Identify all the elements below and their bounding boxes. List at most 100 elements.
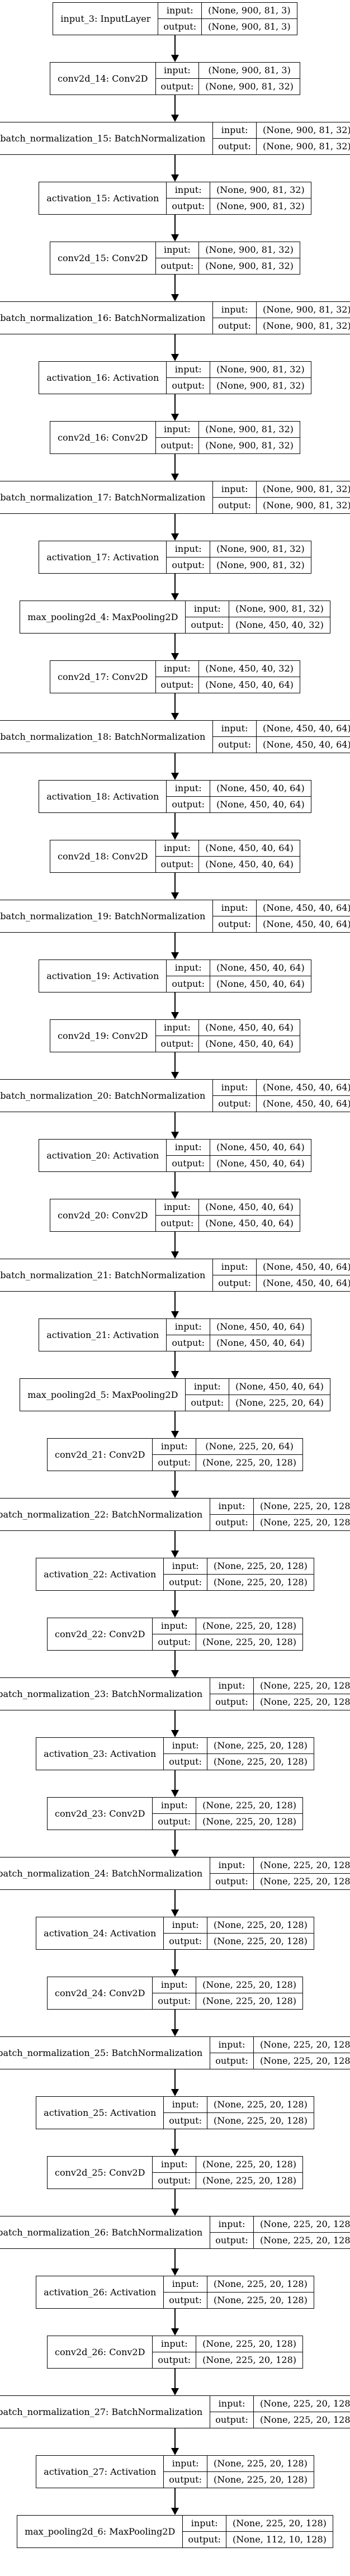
input-label: input: bbox=[166, 1139, 211, 1156]
layer-name: activation_25: Activation bbox=[36, 2096, 164, 2129]
output-label: output: bbox=[212, 736, 257, 753]
input-shape: (None, 225, 20, 128) bbox=[226, 2515, 333, 2532]
layer-name: activation_21: Activation bbox=[39, 1318, 167, 1351]
arrowhead-icon bbox=[171, 174, 179, 182]
flow-edge bbox=[171, 1052, 179, 1079]
edge-line bbox=[174, 2428, 176, 2448]
edge-line bbox=[174, 95, 176, 115]
layer-node: batch_normalization_24: BatchNormalizati… bbox=[0, 1857, 350, 1890]
output-shape: (None, 225, 20, 128) bbox=[253, 2232, 350, 2249]
layer-name: batch_normalization_27: BatchNormalizati… bbox=[0, 2395, 211, 2428]
flow-edge bbox=[171, 2189, 179, 2216]
flow-edge bbox=[171, 933, 179, 959]
arrowhead-icon bbox=[171, 833, 179, 840]
flow-edge bbox=[171, 1292, 179, 1318]
input-label: input: bbox=[210, 1677, 254, 1694]
input-shape: (None, 900, 81, 32) bbox=[210, 541, 311, 557]
edge-line bbox=[174, 873, 176, 892]
arrowhead-icon bbox=[171, 294, 179, 301]
layer-name: conv2d_18: Conv2D bbox=[50, 840, 156, 873]
layer-name: activation_19: Activation bbox=[39, 959, 167, 992]
input-label: input: bbox=[155, 62, 200, 79]
arrowhead-icon bbox=[171, 952, 179, 959]
layer-node: activation_24: Activation input: (None, … bbox=[36, 1917, 314, 1950]
output-label: output: bbox=[152, 2352, 197, 2369]
layer-name: batch_normalization_22: BatchNormalizati… bbox=[0, 1498, 211, 1531]
flow-edge bbox=[171, 1651, 179, 1677]
input-shape: (None, 450, 40, 64) bbox=[198, 1019, 300, 1036]
layer-node: conv2d_17: Conv2D input: (None, 450, 40,… bbox=[50, 660, 300, 693]
layer-node: conv2d_21: Conv2D input: (None, 225, 20,… bbox=[46, 1438, 303, 1471]
edge-line bbox=[174, 574, 176, 593]
output-shape: (None, 450, 40, 64) bbox=[256, 916, 350, 933]
input-label: input: bbox=[212, 1259, 257, 1275]
layer-node: batch_normalization_27: BatchNormalizati… bbox=[0, 2395, 350, 2428]
layer-name: activation_22: Activation bbox=[36, 1558, 164, 1591]
layer-node: activation_15: Activation input: (None, … bbox=[39, 182, 311, 215]
arrowhead-icon bbox=[171, 2268, 179, 2276]
layer-node: conv2d_19: Conv2D input: (None, 450, 40,… bbox=[50, 1019, 300, 1052]
flow-edge bbox=[171, 454, 179, 481]
layer-node: activation_20: Activation input: (None, … bbox=[39, 1139, 311, 1172]
input-label: input: bbox=[212, 122, 257, 139]
arrowhead-icon bbox=[171, 55, 179, 62]
flow-edge bbox=[171, 1770, 179, 1797]
input-label: input: bbox=[166, 541, 211, 557]
output-label: output: bbox=[185, 1395, 230, 1411]
output-label: output: bbox=[152, 2172, 197, 2189]
output-shape: (None, 225, 20, 128) bbox=[253, 1873, 350, 1890]
input-label: input: bbox=[182, 2515, 227, 2532]
layer-name: conv2d_26: Conv2D bbox=[46, 2336, 153, 2369]
edge-line bbox=[174, 2249, 176, 2268]
input-shape: (None, 225, 20, 128) bbox=[196, 2156, 303, 2173]
layer-node: conv2d_22: Conv2D input: (None, 225, 20,… bbox=[46, 1618, 303, 1651]
edge-line bbox=[174, 1292, 176, 1311]
flow-edge bbox=[171, 1351, 179, 1378]
output-shape: (None, 225, 20, 128) bbox=[253, 1514, 350, 1531]
arrowhead-icon bbox=[171, 2089, 179, 2096]
flow-edge bbox=[171, 2309, 179, 2336]
output-shape: (None, 900, 81, 3) bbox=[201, 18, 297, 35]
edge-line bbox=[174, 514, 176, 533]
arrowhead-icon bbox=[171, 2508, 179, 2515]
flow-edge bbox=[171, 2010, 179, 2036]
output-label: output: bbox=[182, 2531, 227, 2548]
edge-line bbox=[174, 1052, 176, 1072]
input-shape: (None, 450, 40, 64) bbox=[256, 900, 350, 916]
edge-line bbox=[174, 1411, 176, 1431]
arrowhead-icon bbox=[171, 593, 179, 601]
output-shape: (None, 450, 40, 32) bbox=[229, 617, 330, 634]
flow-edge bbox=[171, 2249, 179, 2276]
input-label: input: bbox=[212, 301, 257, 318]
arrowhead-icon bbox=[171, 1371, 179, 1378]
flow-edge bbox=[171, 1710, 179, 1737]
output-shape: (None, 450, 40, 64) bbox=[256, 1275, 350, 1292]
input-label: input: bbox=[152, 1797, 197, 1814]
input-label: input: bbox=[210, 1498, 254, 1515]
output-shape: (None, 225, 20, 128) bbox=[196, 1634, 303, 1651]
flow-edge bbox=[171, 992, 179, 1019]
layer-node: activation_21: Activation input: (None, … bbox=[39, 1318, 311, 1351]
layer-node: batch_normalization_20: BatchNormalizati… bbox=[0, 1079, 350, 1112]
layer-node: max_pooling2d_5: MaxPooling2D input: (No… bbox=[20, 1378, 330, 1411]
flow-edge bbox=[171, 1112, 179, 1139]
output-label: output: bbox=[212, 1275, 257, 1292]
layer-node: batch_normalization_25: BatchNormalizati… bbox=[0, 2036, 350, 2069]
arrowhead-icon bbox=[171, 1132, 179, 1139]
flow-edge bbox=[171, 334, 179, 361]
edge-line bbox=[174, 275, 176, 294]
edge-line bbox=[174, 334, 176, 354]
input-label: input: bbox=[152, 2336, 197, 2352]
arrowhead-icon bbox=[171, 1431, 179, 1438]
input-shape: (None, 225, 20, 128) bbox=[206, 2096, 314, 2113]
layer-node: batch_normalization_26: BatchNormalizati… bbox=[0, 2216, 350, 2249]
output-shape: (None, 900, 81, 32) bbox=[210, 377, 311, 394]
input-label: input: bbox=[163, 1558, 207, 1575]
output-shape: (None, 900, 81, 32) bbox=[198, 78, 300, 95]
layer-name: batch_normalization_18: BatchNormalizati… bbox=[0, 720, 214, 753]
output-label: output: bbox=[155, 1036, 200, 1052]
output-shape: (None, 450, 40, 64) bbox=[210, 1155, 311, 1172]
layer-node: activation_23: Activation input: (None, … bbox=[36, 1737, 314, 1770]
output-label: output: bbox=[163, 1933, 207, 1950]
layer-node: conv2d_14: Conv2D input: (None, 900, 81,… bbox=[50, 62, 300, 95]
